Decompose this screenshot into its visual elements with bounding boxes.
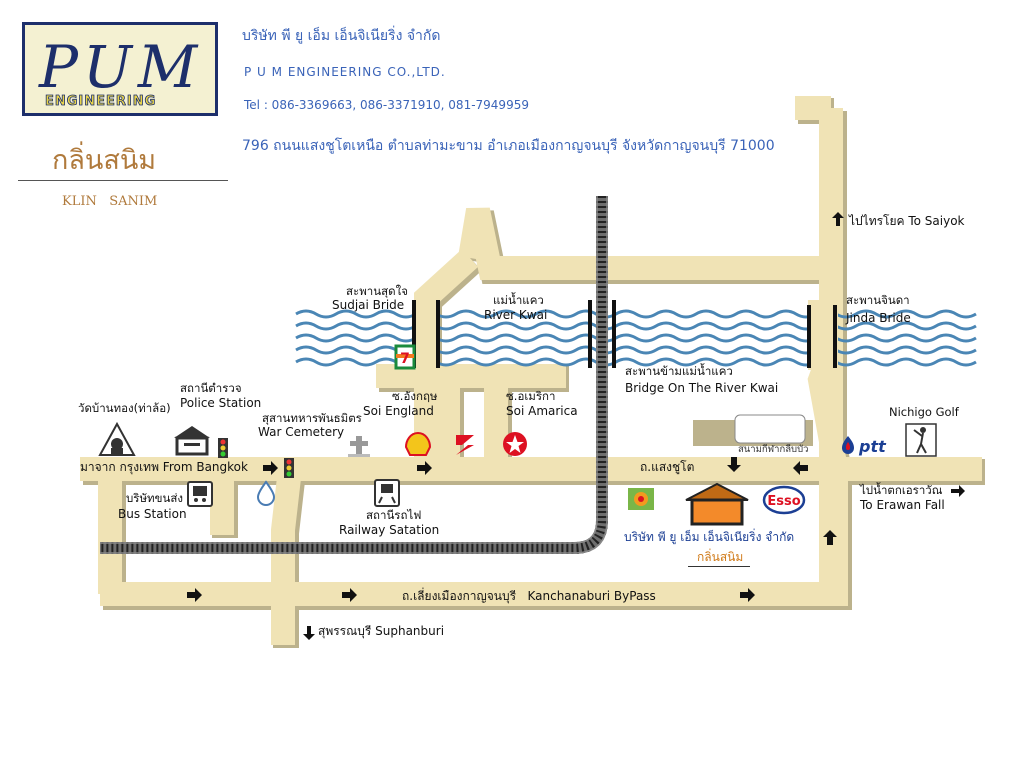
- traffic-light-icon: [284, 458, 294, 478]
- arrow-icon: [342, 588, 357, 602]
- suphanburi-label: สุพรรณบุรี Suphanburi: [318, 624, 445, 638]
- caltex-icon: [503, 432, 527, 456]
- nichigo-golf-label: Nichigo Golf: [889, 405, 959, 419]
- company-logo: PUM ENGINEERING: [22, 22, 218, 116]
- racecourse-label: สนามกีฬากลีบบัว: [738, 444, 809, 455]
- war-cemetery-english: War Cemetery: [258, 425, 345, 439]
- esso-icon: Esso: [762, 485, 806, 515]
- soi-england-english: Soi England: [363, 404, 434, 418]
- to-erawan-thai: ไปน้ำตกเอราวัณ: [860, 483, 943, 497]
- sudjai-bridge-thai: สะพานสุดใจ: [346, 284, 408, 298]
- bus-icon: [187, 481, 213, 507]
- arrow-icon: [793, 461, 808, 475]
- company-house-icon: [685, 482, 749, 526]
- esso-label: Esso: [767, 494, 800, 509]
- racecourse: [734, 414, 806, 444]
- police-station-thai: สถานีตำรวจ: [180, 381, 242, 395]
- arrow-icon: [832, 212, 844, 226]
- to-saiyok-label: ไปไทรโยค To Saiyok: [849, 214, 965, 228]
- bypass-road-label: ถ.เลี่ยงเมืองกาญจนบุรี Kanchanaburi ByPa…: [402, 589, 656, 603]
- bridge-kwai-thai: สะพานข้ามแม่น้ำแคว: [625, 364, 733, 378]
- company-name-english: P U M ENGINEERING CO.,LTD.: [244, 65, 446, 79]
- pt-station-icon: [628, 488, 654, 510]
- golf-icon: [905, 423, 937, 457]
- seven-eleven-label: 7: [400, 351, 410, 367]
- ptt-icon: ptt: [842, 436, 887, 456]
- river-kwai-thai: แม่น้ำแคว: [493, 293, 544, 307]
- brand-divider: [18, 180, 228, 181]
- soi-america-english: Soi Amarica: [506, 404, 578, 418]
- soi-england-thai: ซ.อังกฤษ: [392, 389, 438, 403]
- from-bangkok-label: มาจาก กรุงเทพ From Bangkok: [80, 460, 248, 474]
- shell-icon: [404, 431, 432, 456]
- ptt-label: ptt: [858, 437, 887, 456]
- temple-label: วัดบ้านทอง(ท่าล้อ): [78, 401, 171, 415]
- jinda-bridge-english: Jinda Bride: [846, 311, 911, 325]
- company-map-underline: [688, 566, 750, 567]
- logo-text: PUM: [38, 33, 203, 101]
- company-tel: Tel : 086-3369663, 086-3371910, 081-7949…: [244, 98, 529, 112]
- bridge-kwai-english: Bridge On The River Kwai: [625, 381, 779, 395]
- company-map-sublabel: กลิ่นสนิม: [697, 550, 744, 564]
- bus-station-thai: บริษัทขนส่ง: [126, 491, 183, 505]
- brand-thai: กลิ่นสนิม: [52, 145, 157, 176]
- seven-eleven-icon: 7: [394, 344, 416, 370]
- arrow-icon: [187, 588, 202, 602]
- arrow-icon: [740, 588, 755, 602]
- arrow-icon: [823, 530, 837, 545]
- police-station-english: Police Station: [180, 396, 262, 410]
- railway-station-thai: สถานีรถไฟ: [366, 508, 422, 522]
- roads: [80, 96, 985, 648]
- company-address: 796 ถนนแสงชูโตเหนือ ตำบลท่ามะขาม อำเภอเม…: [242, 138, 775, 154]
- suzuki-icon: [456, 435, 474, 455]
- river-kwai: [294, 309, 978, 367]
- police-icon: [174, 426, 210, 456]
- railway: [100, 196, 608, 554]
- brand-english: KLIN SANIM: [62, 194, 158, 209]
- logo-subtext: ENGINEERING: [45, 94, 156, 109]
- train-icon: [374, 479, 400, 507]
- arrow-icon: [303, 626, 315, 640]
- war-cemetery-thai: สุสานทหารพันธมิตร: [262, 411, 362, 425]
- company-map-label: บริษัท พี ยู เอ็ม เอ็นจิเนียริ่ง จำกัด: [624, 530, 795, 544]
- arrow-icon: [263, 461, 278, 475]
- river-kwai-english: River Kwai: [484, 308, 548, 322]
- bridges: [412, 300, 837, 368]
- traffic-light-icon: [218, 438, 228, 458]
- to-erawan-english: To Erawan Fall: [860, 498, 945, 512]
- saeng-chuto-road-label: ถ.แสงชูโต: [640, 460, 695, 474]
- temple-icon: [98, 421, 136, 456]
- arrow-icon: [417, 461, 432, 475]
- sudjai-bridge-english: Sudjai Bride: [332, 298, 405, 312]
- water-drop-icon: [256, 480, 276, 506]
- jinda-bridge-thai: สะพานจินดา: [846, 293, 910, 307]
- railway-station-english: Railway Satation: [339, 523, 440, 537]
- direction-arrows: [187, 212, 965, 640]
- bus-station-english: Bus Station: [118, 507, 187, 521]
- company-name-thai: บริษัท พี ยู เอ็ม เอ็นจิเนียริ่ง จำกัด: [242, 28, 441, 44]
- logo-graphic: PUM ENGINEERING: [38, 33, 203, 109]
- soi-america-thai: ซ.อเมริกา: [506, 389, 556, 403]
- arrow-icon: [727, 457, 741, 472]
- cemetery-cross-icon: [348, 436, 370, 457]
- arrow-icon: [951, 485, 965, 497]
